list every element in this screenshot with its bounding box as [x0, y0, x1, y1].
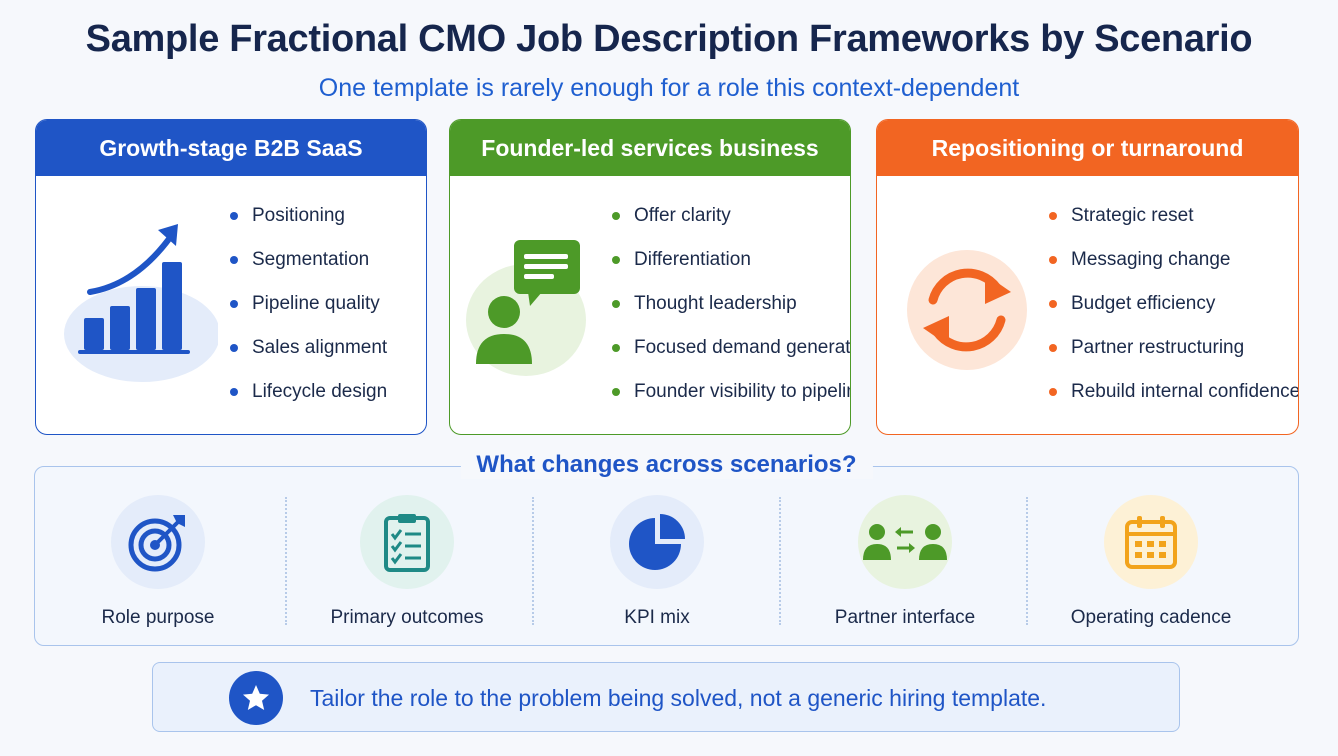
- change-label: Role purpose: [101, 607, 215, 628]
- changes-title: What changes across scenarios?: [460, 451, 873, 479]
- scenario-card-turnaround: Repositioning or turnaround Strategic re…: [876, 119, 1299, 435]
- change-item-operating-cadence: Operating cadence: [1051, 495, 1251, 629]
- scenario-title: Growth-stage B2B SaaS: [99, 134, 363, 161]
- list-item: Positioning: [230, 194, 387, 238]
- change-label: Partner interface: [834, 607, 976, 628]
- bullet-dot: [612, 388, 620, 396]
- list-item: Budget efficiency: [1049, 282, 1298, 326]
- change-item-kpi-mix: KPI mix: [557, 495, 757, 629]
- list-item-text: Differentiation: [634, 249, 751, 270]
- founder-speech-icon: [464, 234, 614, 389]
- divider: [779, 497, 781, 625]
- list-item: Rebuild internal confidence: [1049, 370, 1299, 414]
- scenario-card-body: Positioning Segmentation Pipeline qualit…: [36, 176, 426, 434]
- scenario-item-list: Positioning Segmentation Pipeline qualit…: [230, 194, 387, 414]
- pie-chart-icon: [610, 495, 704, 589]
- divider: [1026, 497, 1028, 625]
- refresh-cycle-icon: [905, 248, 1029, 377]
- bullet-dot: [1049, 344, 1057, 352]
- list-item: Strategic reset: [1049, 194, 1298, 238]
- list-item-text: Positioning: [252, 205, 345, 226]
- scenario-card-header: Growth-stage B2B SaaS: [36, 120, 426, 176]
- list-item: Partner restructuring: [1049, 326, 1298, 370]
- list-item-text: Pipeline quality: [252, 293, 380, 314]
- page-subtitle: One template is rarely enough for a role…: [318, 74, 1020, 102]
- scenario-card-services: Founder-led services business Offer clar…: [449, 119, 851, 435]
- list-item: Founder visibility to pipeline: [612, 370, 851, 414]
- list-item: Lifecycle design: [230, 370, 387, 414]
- growth-chart-icon: [58, 224, 220, 389]
- target-icon: [111, 495, 205, 589]
- bullet-dot: [1049, 300, 1057, 308]
- change-item-role-purpose: Role purpose: [58, 495, 258, 629]
- list-item: Sales alignment: [230, 326, 387, 370]
- list-item: Differentiation: [612, 238, 850, 282]
- bullet-dot: [612, 212, 620, 220]
- bullet-dot: [230, 212, 238, 220]
- change-label: Operating cadence: [1070, 607, 1232, 628]
- list-item: Messaging change: [1049, 238, 1298, 282]
- list-item-text: Strategic reset: [1071, 205, 1194, 226]
- scenario-title: Repositioning or turnaround: [931, 134, 1244, 161]
- list-item-text: Sales alignment: [252, 337, 388, 358]
- calendar-icon: [1104, 495, 1198, 589]
- bullet-dot: [230, 300, 238, 308]
- change-label: Primary outcomes: [330, 607, 484, 628]
- takeaway-banner: Tailor the role to the problem being sol…: [152, 662, 1180, 732]
- scenario-card-header: Repositioning or turnaround: [877, 120, 1298, 176]
- scenario-card-header: Founder-led services business: [450, 120, 850, 176]
- scenario-card-body: Strategic reset Messaging change Budget …: [877, 176, 1298, 434]
- list-item: Thought leadership: [612, 282, 850, 326]
- scenario-item-list: Strategic reset Messaging change Budget …: [1049, 194, 1299, 414]
- checklist-icon: [360, 495, 454, 589]
- bullet-dot: [230, 256, 238, 264]
- page-title: Sample Fractional CMO Job Description Fr…: [85, 18, 1253, 60]
- change-item-partner-interface: Partner interface: [805, 495, 1005, 629]
- star-icon: [229, 671, 283, 725]
- list-item-text: Thought leadership: [634, 293, 797, 314]
- list-item: Offer clarity: [612, 194, 850, 238]
- bullet-dot: [230, 344, 238, 352]
- people-exchange-icon: [858, 495, 952, 589]
- list-item-text: Messaging change: [1071, 249, 1231, 270]
- list-item: Segmentation: [230, 238, 387, 282]
- bullet-dot: [1049, 256, 1057, 264]
- changes-panel: What changes across scenarios? Role purp…: [34, 451, 1299, 646]
- scenario-item-list: Offer clarity Differentiation Thought le…: [612, 194, 851, 414]
- list-item-text: Focused demand generation: [634, 337, 851, 358]
- scenario-card-body: Offer clarity Differentiation Thought le…: [450, 176, 850, 434]
- divider: [285, 497, 287, 625]
- list-item-text: Offer clarity: [634, 205, 731, 226]
- divider: [532, 497, 534, 625]
- list-item-text: Partner restructuring: [1071, 337, 1245, 358]
- scenario-title: Founder-led services business: [481, 134, 819, 161]
- bullet-dot: [612, 256, 620, 264]
- change-label: KPI mix: [624, 607, 690, 628]
- list-item-text: Rebuild internal confidence: [1071, 381, 1299, 402]
- change-item-primary-outcomes: Primary outcomes: [307, 495, 507, 629]
- list-item-text: Budget efficiency: [1071, 293, 1216, 314]
- scenario-card-saas: Growth-stage B2B SaaS Positioning Segmen…: [35, 119, 427, 435]
- bullet-dot: [612, 344, 620, 352]
- list-item: Pipeline quality: [230, 282, 387, 326]
- takeaway-text: Tailor the role to the problem being sol…: [310, 685, 1047, 711]
- bullet-dot: [612, 300, 620, 308]
- bullet-dot: [230, 388, 238, 396]
- list-item: Focused demand generation: [612, 326, 851, 370]
- list-item-text: Lifecycle design: [252, 381, 388, 402]
- list-item-text: Segmentation: [252, 249, 370, 270]
- bullet-dot: [1049, 212, 1057, 220]
- list-item-text: Founder visibility to pipeline: [634, 381, 851, 402]
- bullet-dot: [1049, 388, 1057, 396]
